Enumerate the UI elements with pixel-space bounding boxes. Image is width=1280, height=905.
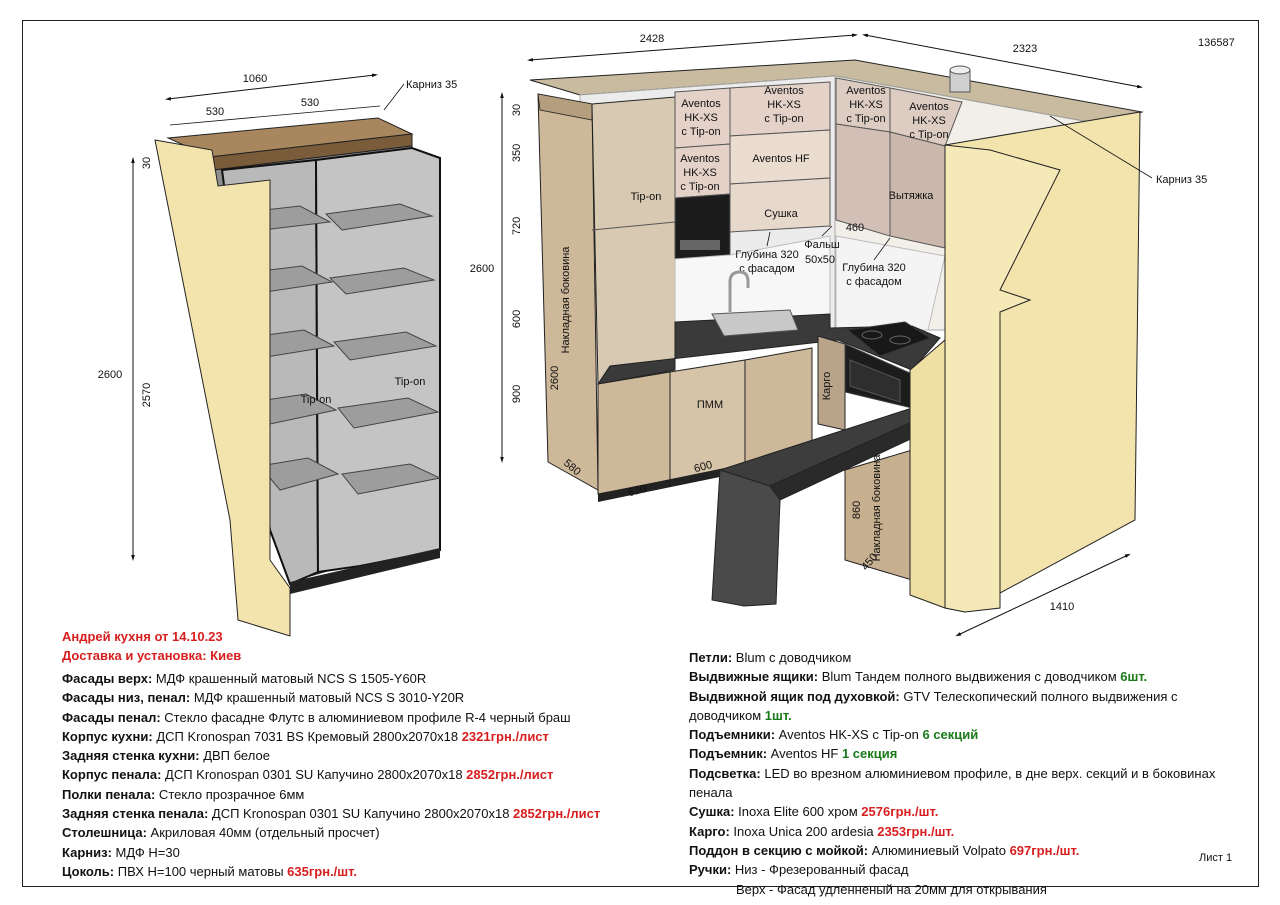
dim-530-left: 530 [206,106,224,118]
svg-text:Глубина 320: Глубина 320 [842,262,905,274]
dim-2428: 2428 [640,33,664,45]
svg-text:HK-XS: HK-XS [683,167,717,179]
dim-860: 860 [851,501,863,519]
spec-left-row: Фасады пенал: Стекло фасадне Флутс в алю… [62,709,571,725]
dim-30-kitchen: 30 [511,104,523,116]
spec-left-row: Фасады низ, пенал: МДФ крашенный матовый… [62,690,465,706]
spec-list-right: Петли: Blum с доводчиком Выдвижные ящики… [689,648,1215,899]
dim-1410: 1410 [1050,601,1074,613]
svg-text:HK-XS: HK-XS [684,112,718,124]
sheet-border [22,20,1259,887]
spec-list-left: Фасады верх: МДФ крашенный матовый NCS S… [62,669,600,881]
spec-left-row: Корпус пенала: ДСП Kronospan 0301 SU Кап… [62,767,554,783]
cargo-label: Карго [821,372,833,401]
door-right-label: Tip-on [395,376,426,388]
order-line-1: Андрей кухня от 14.10.23 [62,629,223,644]
side-panel-h: 2600 [549,366,561,390]
svg-text:с фасадом: с фасадом [739,263,794,275]
dim-350: 350 [511,144,523,162]
spec-left-row: Столешница: Акриловая 40мм (отдельный пр… [62,825,380,841]
spec-right-row: пенала [689,785,733,801]
spec-right-row: Подсветка: LED во врезном алюминиевом пр… [689,765,1216,781]
spec-right-row: Подъемники: Aventos HK-XS с Tip-on 6 сек… [689,727,979,743]
svg-text:Aventos: Aventos [846,85,886,97]
svg-text:HK-XS: HK-XS [767,99,801,111]
order-line-2: Доставка и установка: Киев [62,648,242,663]
spec-right-row: Ручки: Низ - Фрезерованный фасад [689,862,909,878]
dim-1060: 1060 [243,73,267,85]
svg-text:Глубина 320: Глубина 320 [735,249,798,261]
spec-left-row: Полки пенала: Стекло прозрачное 6мм [62,786,305,802]
svg-text:с Tip-on: с Tip-on [846,113,885,125]
spec-left-row: Цоколь: ПВХ Н=100 черный матовы 635грн./… [62,863,357,879]
svg-text:50х50: 50х50 [805,254,835,266]
spec-left-row: Корпус кухни: ДСП Kronospan 7031 BS Крем… [62,728,549,744]
dim-2323: 2323 [1013,43,1037,55]
dim-720: 720 [511,217,523,235]
upper1-line1: Aventos [681,98,721,110]
cornice-label-left: Карниз 35 [406,79,457,91]
drawing-number: 136587 [1198,37,1235,49]
dim-460: 460 [846,222,864,234]
svg-text:с Tip-on: с Tip-on [764,113,803,125]
dim-900: 900 [511,385,523,403]
svg-text:Фальш: Фальш [804,239,840,251]
spec-right-row: Петли: Blum с доводчиком [689,650,852,665]
dim-530-right: 530 [301,97,319,109]
hood-label: Вытяжка [889,190,935,202]
spec-right-row: Сушка: Inoxa Elite 600 хром 2576грн./шт. [689,804,939,820]
dim-620: 620 [627,483,648,499]
spec-right-row: Подъемник: Aventos HF 1 секция [689,746,898,762]
svg-text:HK-XS: HK-XS [912,115,946,127]
svg-text:HK-XS: HK-XS [849,99,883,111]
tall-cabinet: 1060 530 530 Карниз 35 2600 2570 30 [98,73,457,637]
side2-label: Накладная боковина [871,454,883,562]
order-title: Андрей кухня от 14.10.23 Доставка и уста… [62,627,241,665]
dim-30-left: 30 [141,157,153,169]
spec-right-row: доводчиком 1шт. [689,707,792,723]
spec-left-row: Фасады верх: МДФ крашенный матовый NCS S… [62,671,427,686]
svg-text:с Tip-on: с Tip-on [681,126,720,138]
dim-2600-left: 2600 [98,369,122,381]
kitchen-set: 2428 2323 2600 30 350 720 600 900 Наклад… [470,33,1207,637]
svg-text:Aventos: Aventos [909,101,949,113]
spec-right-row: Выдвижной ящик под духовкой: GTV Телеско… [689,688,1178,704]
dim-600: 600 [511,310,523,328]
pmm-label: ПММ [697,399,723,411]
cornice-label-right: Карниз 35 [1156,174,1207,186]
door-left-label: Tip-on [301,394,332,406]
svg-text:с фасадом: с фасадом [846,276,901,288]
side-panel-label: Накладная боковина [560,246,572,354]
dryer-label: Сушка [764,208,798,220]
svg-text:Aventos: Aventos [764,85,804,97]
svg-text:Aventos: Aventos [680,153,720,165]
spec-right-row: Верх - Фасад удленненый на 20мм для откр… [689,881,1047,897]
spec-left-row: Задняя стенка пенала: ДСП Kronospan 0301… [62,806,601,822]
tip-on-label: Tip-on [631,191,662,203]
aventos-hf-label: Aventos HF [752,153,810,165]
sheet-number: Лист 1 [1199,852,1233,864]
dim-2600-kitchen: 2600 [470,263,494,275]
spec-left-row: Задняя стенка кухни: ДВП белое [62,748,270,764]
svg-text:с Tip-on: с Tip-on [909,129,948,141]
dim-2570: 2570 [141,383,153,407]
svg-text:с Tip-on: с Tip-on [680,181,719,193]
dim-600-depth: 600 [693,459,714,475]
spec-right-row: Карго: Inoxa Unica 200 ardesia 2353грн./… [689,823,955,839]
spec-right-row: Выдвижные ящики: Blum Тандем полного выд… [689,669,1148,685]
spec-right-row: Поддон в секцию с мойкой: Алюминиевый Vo… [689,842,1080,858]
spec-left-row: Карниз: МДФ Н=30 [62,844,180,860]
